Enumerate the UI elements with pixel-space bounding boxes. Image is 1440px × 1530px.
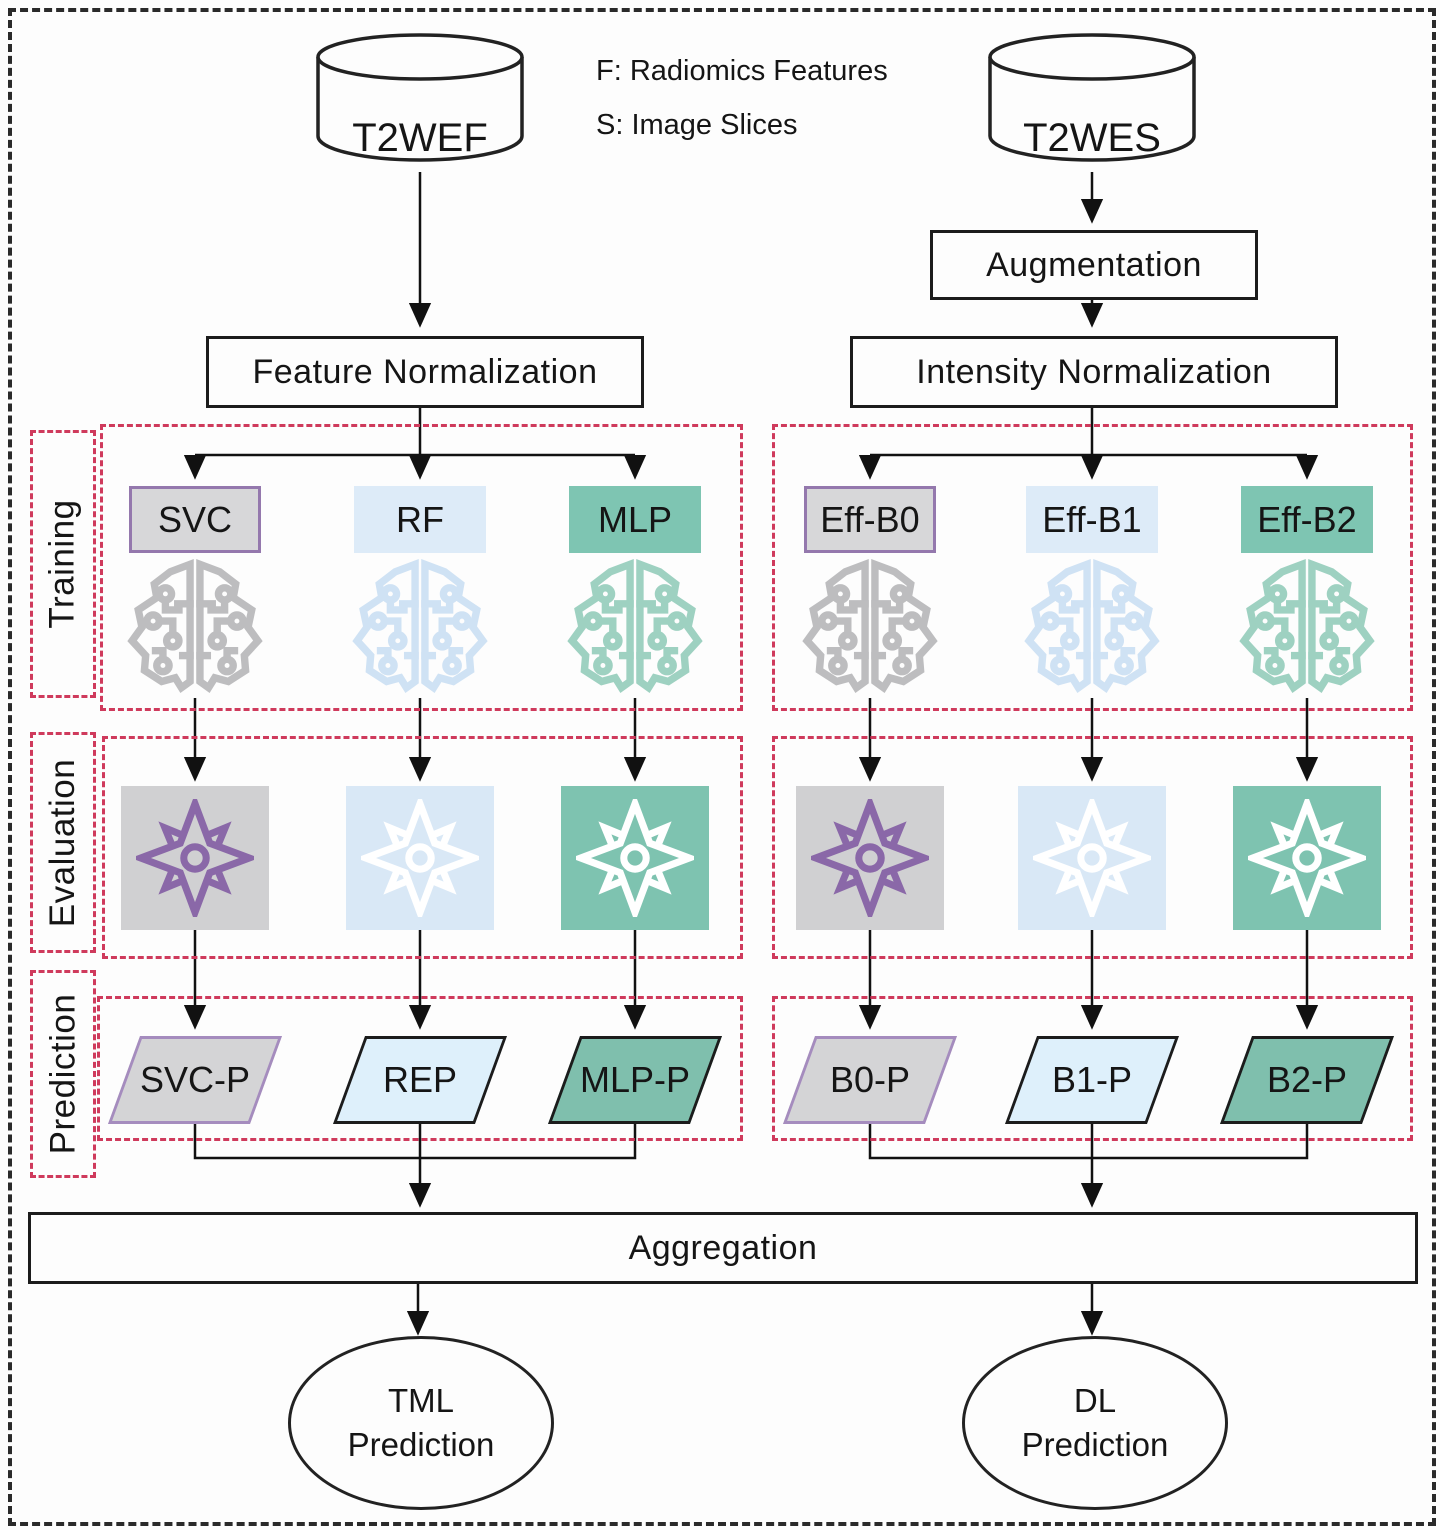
evaluation-tile (346, 786, 494, 930)
evaluation-region-right (772, 736, 1413, 959)
compass-star-icon (1033, 799, 1151, 917)
database-left: T2WEF (312, 30, 528, 180)
output-tml-prediction: TML Prediction (288, 1336, 554, 1510)
evaluation-tile (1018, 786, 1166, 930)
model-box-effb1: Eff-B1 (1026, 486, 1158, 553)
brain-circuit-icon (121, 552, 269, 700)
outer-dashed-border (8, 8, 1436, 1526)
evaluation-tile (121, 786, 269, 930)
evaluation-tile (561, 786, 709, 930)
database-right: T2WES (984, 30, 1200, 180)
brain-circuit-icon (346, 552, 494, 700)
source-right-label: T2WES (1023, 116, 1161, 160)
brain-circuit-icon (1018, 552, 1166, 700)
legend-line-slices: S: Image Slices (596, 109, 798, 141)
stage-label-prediction: Prediction (30, 970, 96, 1178)
brain-circuit-icon (561, 552, 709, 700)
intensity-normalization-box: Intensity Normalization (850, 336, 1338, 408)
legend: F: Radiomics Features S: Image Slices (596, 44, 888, 152)
legend-line-features: F: Radiomics Features (596, 55, 888, 87)
evaluation-region-left (102, 736, 743, 959)
aggregation-bar: Aggregation (28, 1212, 1418, 1284)
prediction-region-right (772, 996, 1413, 1141)
stage-label-training: Training (30, 430, 96, 698)
brain-circuit-icon (796, 552, 944, 700)
model-box-mlp: MLP (569, 486, 701, 553)
source-left-label: T2WEF (352, 116, 488, 160)
stage-label-evaluation: Evaluation (30, 732, 96, 953)
compass-star-icon (136, 799, 254, 917)
augmentation-box: Augmentation (930, 230, 1258, 300)
brain-circuit-icon (1233, 552, 1381, 700)
model-box-svc: SVC (129, 486, 261, 553)
compass-star-icon (576, 799, 694, 917)
compass-star-icon (811, 799, 929, 917)
model-box-rf: RF (354, 486, 486, 553)
prediction-region-left (97, 996, 743, 1141)
training-region-right (772, 424, 1413, 711)
compass-star-icon (361, 799, 479, 917)
training-region-left (100, 424, 743, 711)
compass-star-icon (1248, 799, 1366, 917)
evaluation-tile (1233, 786, 1381, 930)
evaluation-tile (796, 786, 944, 930)
model-box-effb0: Eff-B0 (804, 486, 936, 553)
model-box-effb2: Eff-B2 (1241, 486, 1373, 553)
output-dl-prediction: DL Prediction (962, 1336, 1228, 1510)
feature-normalization-box: Feature Normalization (206, 336, 644, 408)
